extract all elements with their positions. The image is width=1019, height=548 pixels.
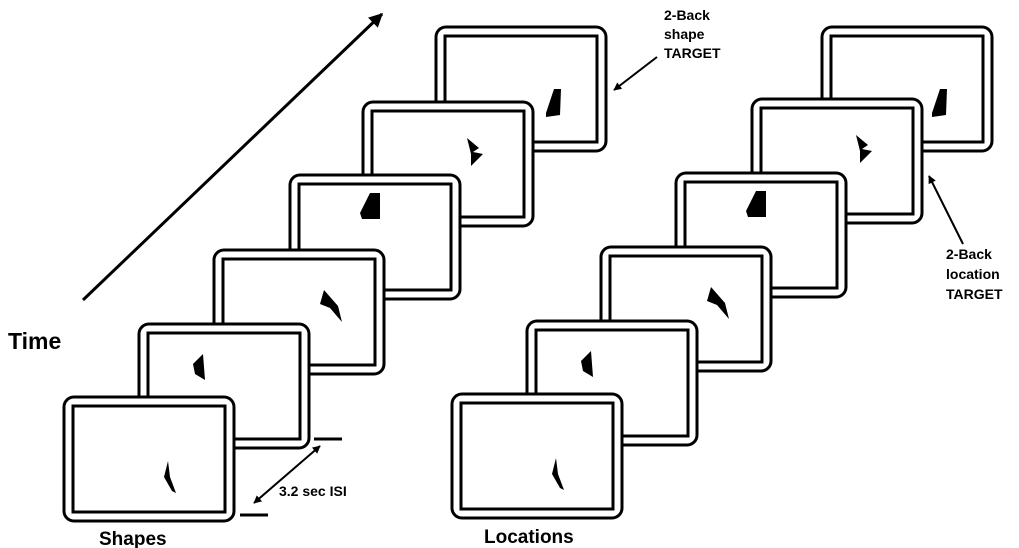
flag-stimulus-icon (746, 191, 766, 217)
flag-stimulus-icon (360, 193, 380, 219)
shapes-panel (62, 25, 608, 523)
time-arrow (81, 12, 384, 302)
chevron-stimulus-icon (467, 138, 483, 166)
locations-label: Locations (484, 527, 574, 548)
half-disc-stimulus-icon (581, 351, 593, 377)
dart-stimulus-icon (707, 287, 729, 319)
shapes-label: Shapes (99, 529, 167, 548)
isi-label: 3.2 sec ISI (279, 483, 347, 499)
location-target-line-2: location (946, 266, 1000, 282)
location-target-line-1: 2-Back (946, 246, 992, 262)
shape-target-line-1: 2-Back (664, 7, 710, 23)
time-label: Time (8, 328, 61, 354)
dart-stimulus-icon (320, 290, 342, 322)
isi-indicator (240, 437, 342, 517)
locations-frame-1 (450, 392, 624, 520)
shape-target-line-3: TARGET (664, 45, 721, 61)
half-disc-stimulus-icon (193, 354, 205, 380)
shape-target-arrow (613, 56, 658, 91)
chevron-stimulus-icon (856, 135, 872, 163)
shape-target-line-2: shape (664, 26, 705, 42)
location-target-line-3: TARGET (946, 286, 1003, 302)
flag-stimulus-icon (932, 89, 947, 117)
spike-stimulus-icon (164, 461, 176, 493)
locations-panel (450, 25, 994, 520)
spike-stimulus-icon (552, 458, 564, 490)
shapes-frame-1 (62, 395, 236, 523)
location-target-arrow (928, 175, 964, 245)
flag-stimulus-icon (546, 89, 561, 117)
